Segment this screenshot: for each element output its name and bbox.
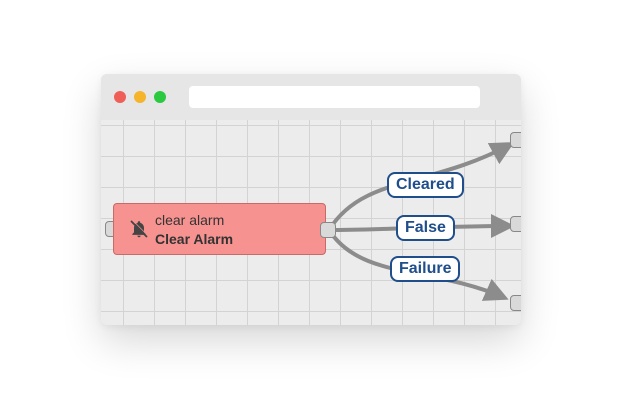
connection-label-false[interactable]: False	[396, 215, 455, 241]
window-titlebar	[101, 74, 521, 120]
browser-window: clear alarm Clear Alarm Cleared False Fa…	[101, 74, 521, 325]
maximize-window-button[interactable]	[154, 91, 166, 103]
target-input-port-3[interactable]	[510, 295, 521, 311]
close-window-button[interactable]	[114, 91, 126, 103]
bell-off-icon	[130, 220, 148, 238]
node-name-label: Clear Alarm	[155, 231, 234, 247]
minimize-window-button[interactable]	[134, 91, 146, 103]
target-input-port-1[interactable]	[510, 132, 521, 148]
clear-alarm-node[interactable]: clear alarm Clear Alarm	[113, 203, 326, 255]
node-type-label: clear alarm	[155, 212, 225, 228]
target-input-port-2[interactable]	[510, 216, 521, 232]
connection-label-failure[interactable]: Failure	[390, 256, 461, 282]
rule-chain-canvas[interactable]: clear alarm Clear Alarm Cleared False Fa…	[101, 120, 521, 325]
node-output-port[interactable]	[320, 222, 336, 238]
connection-label-cleared[interactable]: Cleared	[387, 172, 464, 198]
address-bar[interactable]	[189, 86, 480, 108]
